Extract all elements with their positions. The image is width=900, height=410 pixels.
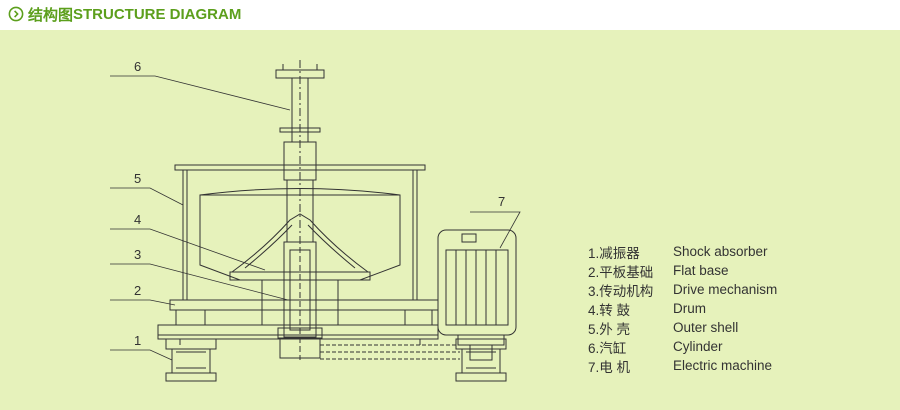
title-en: STRUCTURE DIAGRAM bbox=[73, 5, 242, 23]
header: 结构图 STRUCTURE DIAGRAM bbox=[0, 0, 900, 30]
chevron-right-circle-icon bbox=[8, 6, 24, 22]
legend-num: 6.汽缸 bbox=[588, 340, 627, 356]
legend-en: Drum bbox=[673, 301, 706, 316]
callout-1: 1 bbox=[134, 333, 141, 348]
structure-diagram: 6 5 4 3 2 1 7 bbox=[110, 59, 521, 382]
shock-absorber-right bbox=[455, 338, 507, 382]
legend-item: 2.平板基础 Flat base bbox=[588, 261, 777, 280]
legend-en: Outer shell bbox=[673, 320, 739, 335]
legend-item: 6.汽缸 Cylinder bbox=[588, 337, 777, 356]
cylinder bbox=[275, 60, 325, 243]
legend-en: Flat base bbox=[673, 263, 729, 278]
shock-absorber-left bbox=[165, 338, 217, 382]
legend-num: 3.传动机构 bbox=[588, 283, 654, 299]
diagram-panel bbox=[0, 30, 900, 410]
callout-3: 3 bbox=[134, 247, 141, 262]
legend-item: 5.外 壳 Outer shell bbox=[588, 318, 777, 337]
legend-num: 4.转 鼓 bbox=[588, 302, 631, 318]
callout-4: 4 bbox=[134, 212, 141, 227]
legend-item: 4.转 鼓 Drum bbox=[588, 299, 777, 318]
legend: 1.减振器 Shock absorber 2.平板基础 Flat base 3.… bbox=[588, 242, 777, 375]
title-cn: 结构图 bbox=[28, 6, 74, 24]
callout-6: 6 bbox=[134, 59, 141, 74]
legend-num: 2.平板基础 bbox=[588, 264, 654, 280]
legend-num: 5.外 壳 bbox=[588, 321, 631, 337]
legend-item: 3.传动机构 Drive mechanism bbox=[588, 280, 777, 299]
legend-item: 1.减振器 Shock absorber bbox=[588, 242, 777, 261]
legend-en: Shock absorber bbox=[673, 244, 768, 259]
callout-7: 7 bbox=[498, 194, 505, 209]
legend-en: Cylinder bbox=[673, 339, 723, 354]
callout-5: 5 bbox=[134, 171, 141, 186]
legend-num: 1.减振器 bbox=[588, 245, 640, 261]
legend-en: Electric machine bbox=[673, 358, 773, 373]
electric-motor bbox=[437, 229, 517, 361]
pipes bbox=[320, 344, 460, 360]
callout-2: 2 bbox=[134, 283, 141, 298]
legend-num: 7.电 机 bbox=[588, 359, 631, 375]
drive-mechanism bbox=[277, 238, 323, 360]
leader-lines bbox=[110, 75, 521, 361]
legend-en: Drive mechanism bbox=[673, 282, 778, 297]
section-title: 结构图 STRUCTURE DIAGRAM bbox=[8, 4, 241, 24]
legend-item: 7.电 机 Electric machine bbox=[588, 356, 777, 375]
flat-base bbox=[169, 299, 439, 326]
